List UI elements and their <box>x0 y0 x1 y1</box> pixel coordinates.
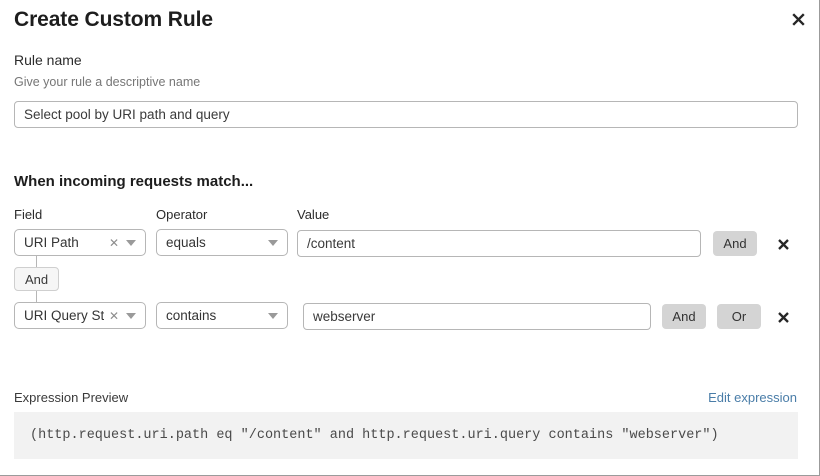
chevron-down-icon-row-1[interactable] <box>124 239 145 246</box>
column-header-value: Value <box>297 207 330 222</box>
chevron-down-icon-operator-row-1[interactable] <box>266 239 287 246</box>
close-icon[interactable] <box>785 6 811 32</box>
operator-select-value-row-2: contains <box>166 308 217 323</box>
value-input-row-1[interactable] <box>297 230 701 257</box>
clear-icon-row-2[interactable]: ✕ <box>108 308 119 323</box>
delete-row-1-button[interactable] <box>773 234 793 254</box>
delete-row-2-button[interactable] <box>773 307 793 327</box>
close-icon-row-1 <box>777 238 789 250</box>
connector-line-bottom <box>36 291 37 303</box>
operator-select-value-row-1: equals <box>166 235 206 250</box>
expression-preview-text: (http.request.uri.path eq "/content" and… <box>30 428 719 443</box>
dialog-title: Create Custom Rule <box>14 8 213 31</box>
field-select-value-row-1: URI Path <box>24 235 79 250</box>
or-button-row-2[interactable]: Or <box>717 304 761 329</box>
column-header-field: Field <box>14 207 43 222</box>
field-select-row-1[interactable]: URI Path ✕ <box>14 229 146 256</box>
rule-name-help: Give your rule a descriptive name <box>14 75 201 89</box>
field-select-row-2[interactable]: URI Query St... ✕ <box>14 302 146 329</box>
chevron-down-icon-row-2[interactable] <box>124 312 145 319</box>
connector-line-top <box>36 256 37 268</box>
match-section-heading: When incoming requests match... <box>14 173 254 190</box>
clear-icon-row-1[interactable]: ✕ <box>108 235 119 250</box>
chevron-down-icon-operator-row-2[interactable] <box>266 312 287 319</box>
close-glyph <box>791 12 805 26</box>
expression-preview-label: Expression Preview <box>14 390 129 405</box>
operator-select-row-2[interactable]: contains <box>156 302 288 329</box>
field-select-value-row-2: URI Query St... <box>24 308 104 323</box>
column-header-operator: Operator <box>156 207 208 222</box>
expression-preview-box: (http.request.uri.path eq "/content" and… <box>14 412 798 459</box>
close-icon-row-2 <box>777 311 789 323</box>
rule-name-input[interactable] <box>14 101 798 128</box>
rule-name-label: Rule name <box>14 52 82 68</box>
edit-expression-link[interactable]: Edit expression <box>708 390 797 405</box>
operator-select-row-1[interactable]: equals <box>156 229 288 256</box>
and-button-row-2[interactable]: And <box>662 304 706 329</box>
value-input-row-2[interactable] <box>303 303 651 330</box>
and-button-row-1[interactable]: And <box>713 231 757 256</box>
connector-and-badge[interactable]: And <box>14 267 60 291</box>
